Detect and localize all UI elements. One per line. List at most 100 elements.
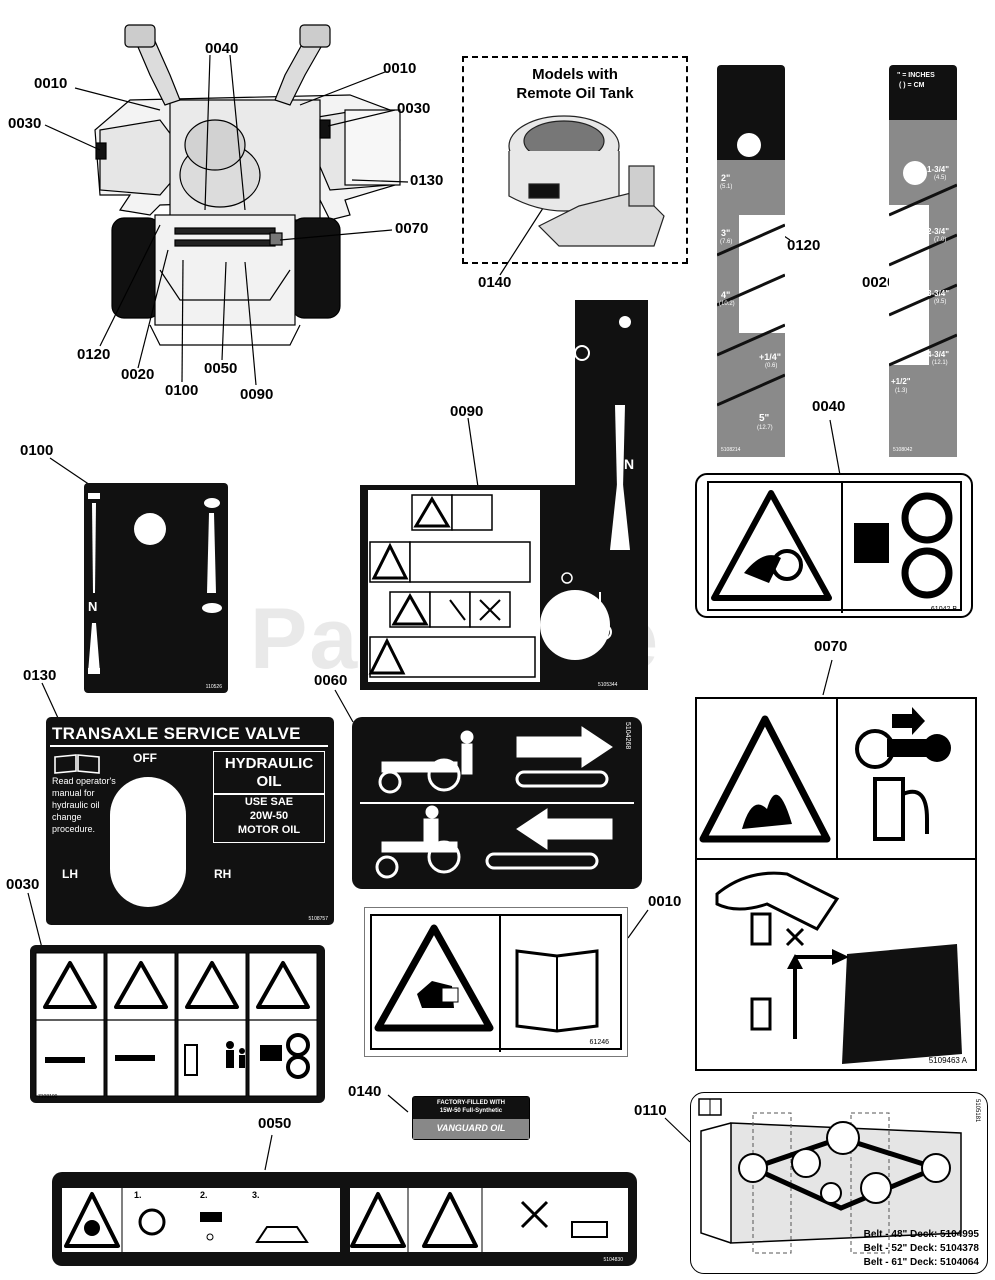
part-number: 5104268: [624, 722, 631, 750]
neutral-label: N: [88, 599, 98, 614]
callout-0120: 0120: [77, 346, 111, 363]
remote-oil-tank-title-2: Remote Oil Tank: [516, 85, 634, 102]
part-number: 5104830: [603, 1257, 623, 1263]
mark-2-3-4in: 2-3/4": [927, 227, 950, 236]
part-number: 5109463 A: [928, 1056, 967, 1065]
warning-triangle-icon: [413, 496, 451, 528]
decal-0010: 61246: [364, 907, 628, 1057]
oil-grade-text: 15W-50 Full-Synthetic: [439, 1108, 503, 1114]
callout-0050: 0050: [258, 1115, 292, 1132]
decal-0100: N 110526: [84, 483, 228, 693]
warning-triangle-icon: [64, 1192, 120, 1248]
decal-0090: N 5105344: [360, 300, 648, 690]
decal-0110: 5105181 Belt - 48" Deck: 5104995 Belt - …: [690, 1092, 988, 1274]
callout-0130: 0130: [410, 172, 444, 189]
part-number: 7108109: [38, 1094, 58, 1100]
decal-0050: 1. 2. 3. 5104830: [52, 1172, 637, 1266]
warning-triangle-icon: [43, 961, 97, 1009]
callout-0090: 0090: [450, 403, 484, 420]
remote-oil-tank-box: Models with Remote Oil Tank: [462, 56, 688, 264]
off-label: OFF: [133, 751, 157, 765]
mark-9-5cm: (9.5): [934, 299, 947, 305]
mark-12-1cm: (12.1): [932, 360, 948, 366]
part-number: 110526: [205, 684, 222, 690]
step-3: 3.: [252, 1190, 260, 1200]
belt-61-deck: Belt - 61" Deck: 5104064: [863, 1257, 979, 1268]
callout-0010: 0010: [34, 75, 68, 92]
callout-0070: 0070: [814, 638, 848, 655]
rabbit-icon: [204, 498, 220, 508]
callout-0020: 0020: [121, 366, 155, 383]
oil-tank-illustration: [508, 115, 665, 247]
callout-0120: 0120: [787, 237, 821, 254]
callout-0140: 0140: [478, 274, 512, 291]
callout-0130: 0130: [23, 667, 57, 684]
fire-warning-icon: [699, 715, 831, 843]
step-2: 2.: [200, 1190, 208, 1200]
callout-0040: 0040: [205, 40, 239, 57]
mark-half-in: +1/2": [891, 377, 911, 386]
belt-48-deck: Belt - 48" Deck: 5104995: [863, 1229, 979, 1240]
part-number: 5105344: [598, 682, 618, 688]
callout-0100: 0100: [165, 382, 199, 399]
remote-oil-tank-title-1: Models with: [532, 66, 618, 83]
step-1: 1.: [134, 1190, 142, 1200]
callout-0030: 0030: [6, 876, 40, 893]
mark-4-5cm: (4.5): [934, 175, 947, 181]
callout-0100: 0100: [20, 442, 54, 459]
mark-1-3cm: (1.3): [895, 388, 908, 394]
mark-7-0cm: (7.0): [934, 237, 947, 243]
decal-0040: 61042 B: [695, 473, 973, 618]
manual-icon: [54, 754, 100, 774]
mark-12-7cm: (12.7): [757, 425, 773, 431]
callout-0010: 0010: [648, 893, 682, 910]
inches-legend: " = INCHES: [897, 72, 935, 79]
fuel-tank-icon: [842, 944, 962, 1064]
mark-3in: 3": [721, 228, 731, 238]
mower-illustration: [94, 24, 401, 346]
warning-triangle-icon: [711, 490, 832, 601]
brand-logo: VANGUARD OIL: [436, 1123, 506, 1133]
mark-10-2cm: (10.2): [719, 301, 735, 307]
hydraulic-oil-box: HYDRAULIC OIL USE SAE 20W-50 MOTOR OIL: [213, 751, 325, 843]
mark-4-3-4in: 4-3/4": [927, 350, 950, 359]
callout-0020: 0020: [862, 274, 896, 291]
decal-0120: 2" (5.1) 3" (7.6) 4" (10.2) +1/4" (0.6) …: [717, 65, 785, 457]
callout-0060: 0060: [314, 672, 348, 689]
part-number: 61246: [589, 1039, 609, 1046]
fuel-pump-icon: [873, 777, 905, 841]
decal-0030: 7108109: [30, 945, 325, 1103]
mark-5-1cm: (5.1): [720, 184, 733, 190]
cm-legend: ( ) = CM: [899, 82, 925, 89]
callout-0030: 0030: [397, 100, 431, 117]
callout-0010: 0010: [383, 60, 417, 77]
callout-0040: 0040: [812, 398, 846, 415]
hand-icon: [854, 523, 889, 563]
part-number: 5108214: [721, 447, 741, 453]
warning-triangle-icon: [374, 924, 494, 1032]
part-number: 61042 B: [930, 606, 957, 613]
callout-0070: 0070: [395, 220, 429, 237]
callout-0110: 0110: [634, 1102, 667, 1119]
decal-0070: 5109463 A: [695, 697, 977, 1071]
callout-0030: 0030: [8, 115, 42, 132]
mark-1-3-4in: 1-3/4": [927, 165, 950, 174]
valve-window: [110, 777, 186, 907]
lh-label: LH: [62, 867, 78, 881]
decal-0140: FACTORY-FILLED WITH 15W-50 Full-Syntheti…: [412, 1096, 530, 1140]
callout-0090: 0090: [240, 386, 274, 403]
part-number: 5108042: [893, 447, 913, 453]
factory-filled-text: FACTORY-FILLED WITH: [437, 1100, 505, 1106]
arrow-left-icon: [516, 808, 613, 850]
belt-52-deck: Belt - 52" Deck: 5104378: [863, 1243, 979, 1254]
decal-0060: 5104268: [352, 717, 642, 889]
read-manual-text: Read operator's manual for hydraulic oil…: [52, 776, 116, 834]
rh-label: RH: [214, 867, 232, 881]
mark-4in: 4": [721, 290, 731, 300]
mark-2in: 2": [721, 173, 731, 183]
side-part-number: 5105181: [974, 1099, 980, 1123]
callout-0140: 0140: [348, 1083, 382, 1100]
mark-3-3-4in: 3-3/4": [927, 289, 950, 298]
